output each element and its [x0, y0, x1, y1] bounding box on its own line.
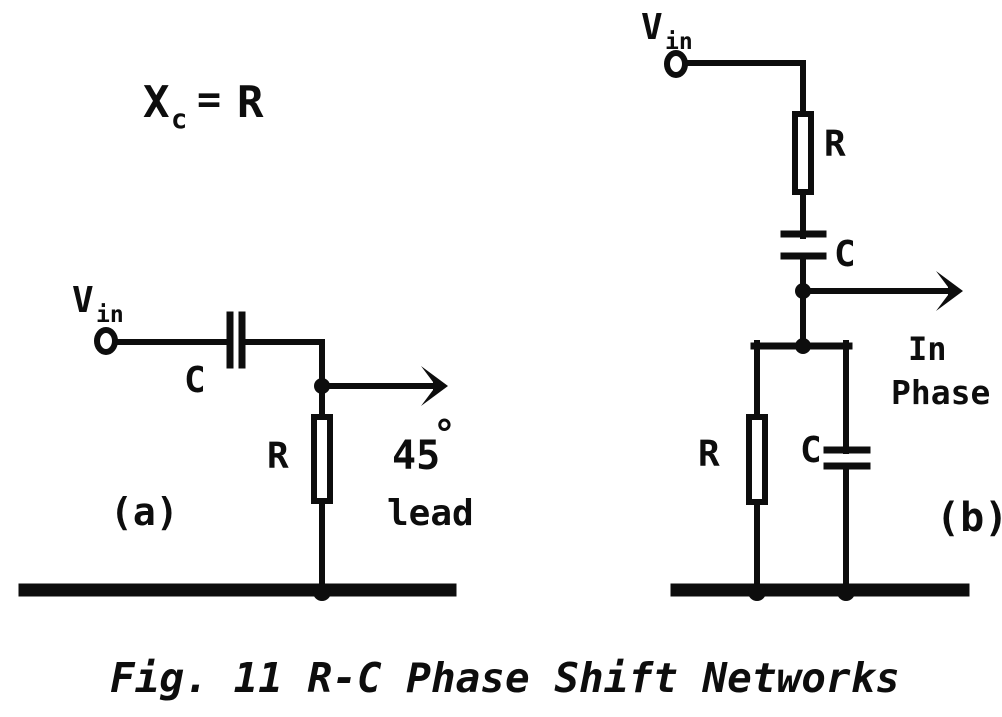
circuit-b-vin-label: V [641, 7, 663, 48]
equation-xc-equals-r: X c = R [143, 77, 264, 135]
circuit-b-output-arrow [800, 271, 963, 311]
circuit-a-vin-label: V [72, 280, 94, 321]
circuit-b-phase-line1: In [908, 330, 947, 368]
circuit-b-designator: (b) [936, 495, 1002, 541]
circuit-a-ground-junction [313, 583, 331, 601]
circuit-a-phase-degree-sign: ° [433, 412, 456, 456]
circuit-b-input-terminal [664, 50, 688, 78]
circuit-a-resistor-label: R [267, 436, 289, 477]
circuit-a-output-arrow [319, 366, 448, 406]
equation-lhs-base: X [143, 77, 170, 128]
figure-caption: Fig. 11 R-C Phase Shift Networks [110, 654, 900, 702]
equation-rhs: R [237, 77, 264, 128]
circuit-b-shunt-capacitor-label: C [800, 430, 822, 471]
circuit-b-shunt-resistor-label: R [698, 434, 720, 475]
circuit-b-phase-line2: Phase [891, 373, 990, 412]
circuit-a-series-capacitor [226, 311, 246, 369]
circuit-b-series-resistor [792, 111, 814, 195]
circuit-a: V in C R 45 ° lead (a) [18, 280, 474, 601]
circuit-b-ground-junction-left [748, 583, 766, 601]
equation-equals-sign: = [197, 77, 221, 123]
circuit-a-capacitor-label: C [184, 360, 206, 401]
circuit-a-shunt-resistor [311, 414, 333, 504]
circuit-b-series-resistor-label: R [824, 124, 846, 165]
circuit-b-ground-junction-right [837, 583, 855, 601]
circuit-b-series-capacitor-label: C [834, 234, 856, 275]
circuit-b-shunt-resistor [746, 414, 768, 505]
equation-lhs-subscript: c [171, 104, 187, 135]
circuit-b-output-arrowhead-icon [936, 271, 963, 311]
circuit-a-input-terminal [94, 327, 118, 355]
circuit-a-vin-subscript: in [96, 302, 124, 328]
circuit-a-designator: (a) [110, 490, 179, 534]
circuit-a-phase-value: 45 [392, 433, 440, 479]
circuit-a-output-arrowhead-icon [421, 366, 448, 406]
circuit-b-series-capacitor [780, 230, 827, 260]
circuit-a-phase-word: lead [387, 493, 474, 534]
circuit-b: V in R C R C [641, 7, 1002, 601]
